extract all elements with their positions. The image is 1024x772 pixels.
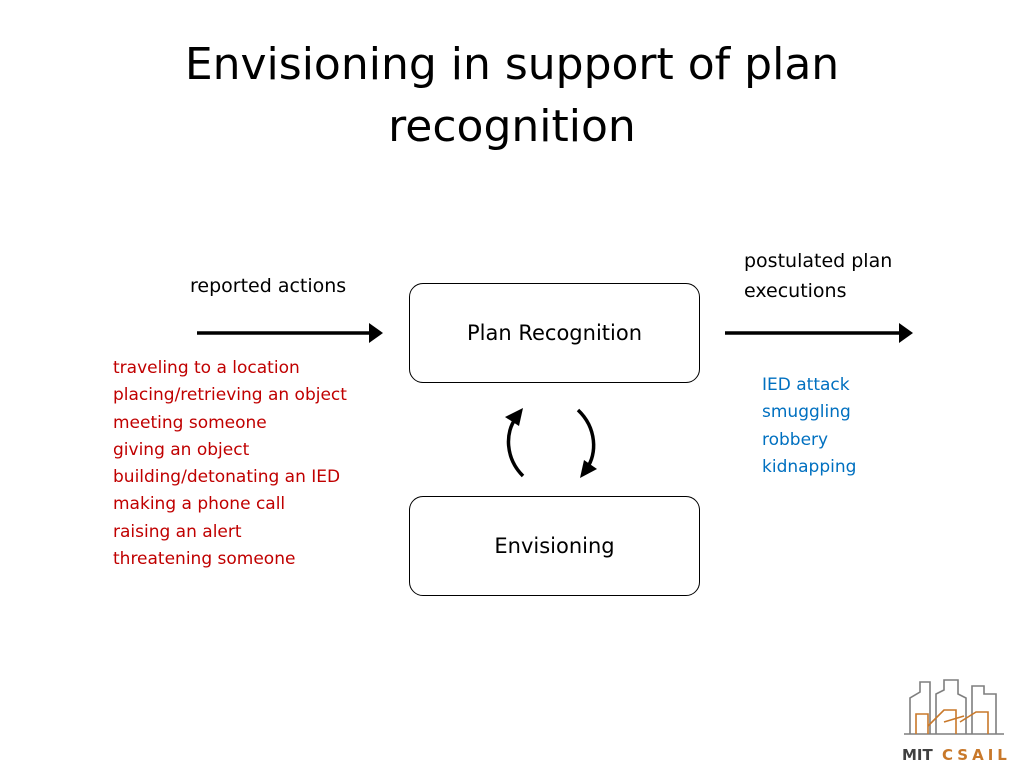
input-arrow <box>197 323 383 343</box>
slide-title-line-1: Envisioning in support of plan <box>184 39 840 90</box>
input-label: reported actions <box>190 275 347 297</box>
reported-action-item: making a phone call <box>113 494 286 515</box>
reported-action-item: threatening someone <box>113 549 296 570</box>
reported-action-item: raising an alert <box>113 521 242 542</box>
postulated-plans-list: IED attack smuggling robbery kidnapping <box>762 372 856 481</box>
mit-csail-buildings-icon: MIT CSAIL <box>902 679 1011 764</box>
slide-title-line-2: recognition <box>388 101 636 152</box>
plan-recognition-box: Plan Recognition <box>409 283 700 383</box>
postulated-plan-item: kidnapping <box>762 456 857 477</box>
postulated-plan-item: robbery <box>762 429 829 450</box>
mit-csail-logo: MIT CSAIL <box>900 672 1020 768</box>
envisioning-label: Envisioning <box>494 534 615 558</box>
slide-title: Envisioning in support of plan recogniti… <box>0 34 1024 158</box>
reported-action-item: traveling to a location <box>113 358 300 378</box>
postulated-plan-item: smuggling <box>762 402 851 423</box>
postulated-plan-item: IED attack <box>762 375 850 395</box>
output-label-line-1: postulated plan <box>744 250 893 272</box>
reported-action-item: placing/retrieving an object <box>113 385 347 406</box>
logo-mit-text: MIT <box>902 746 934 764</box>
reported-action-item: meeting someone <box>113 412 267 433</box>
output-label-line-2: executions <box>744 280 847 302</box>
logo-csail-text: CSAIL <box>942 746 1011 764</box>
plan-recognition-label: Plan Recognition <box>466 321 642 345</box>
output-arrow <box>725 323 913 343</box>
reported-action-item: giving an object <box>113 439 250 460</box>
reported-action-item: building/detonating an IED <box>113 467 341 488</box>
reported-actions-list: traveling to a location placing/retrievin… <box>113 355 347 573</box>
envisioning-box: Envisioning <box>409 496 700 596</box>
feedback-arrow-up <box>505 408 525 478</box>
output-label: postulated plan executions <box>744 246 892 306</box>
feedback-arrow-down <box>576 408 597 478</box>
